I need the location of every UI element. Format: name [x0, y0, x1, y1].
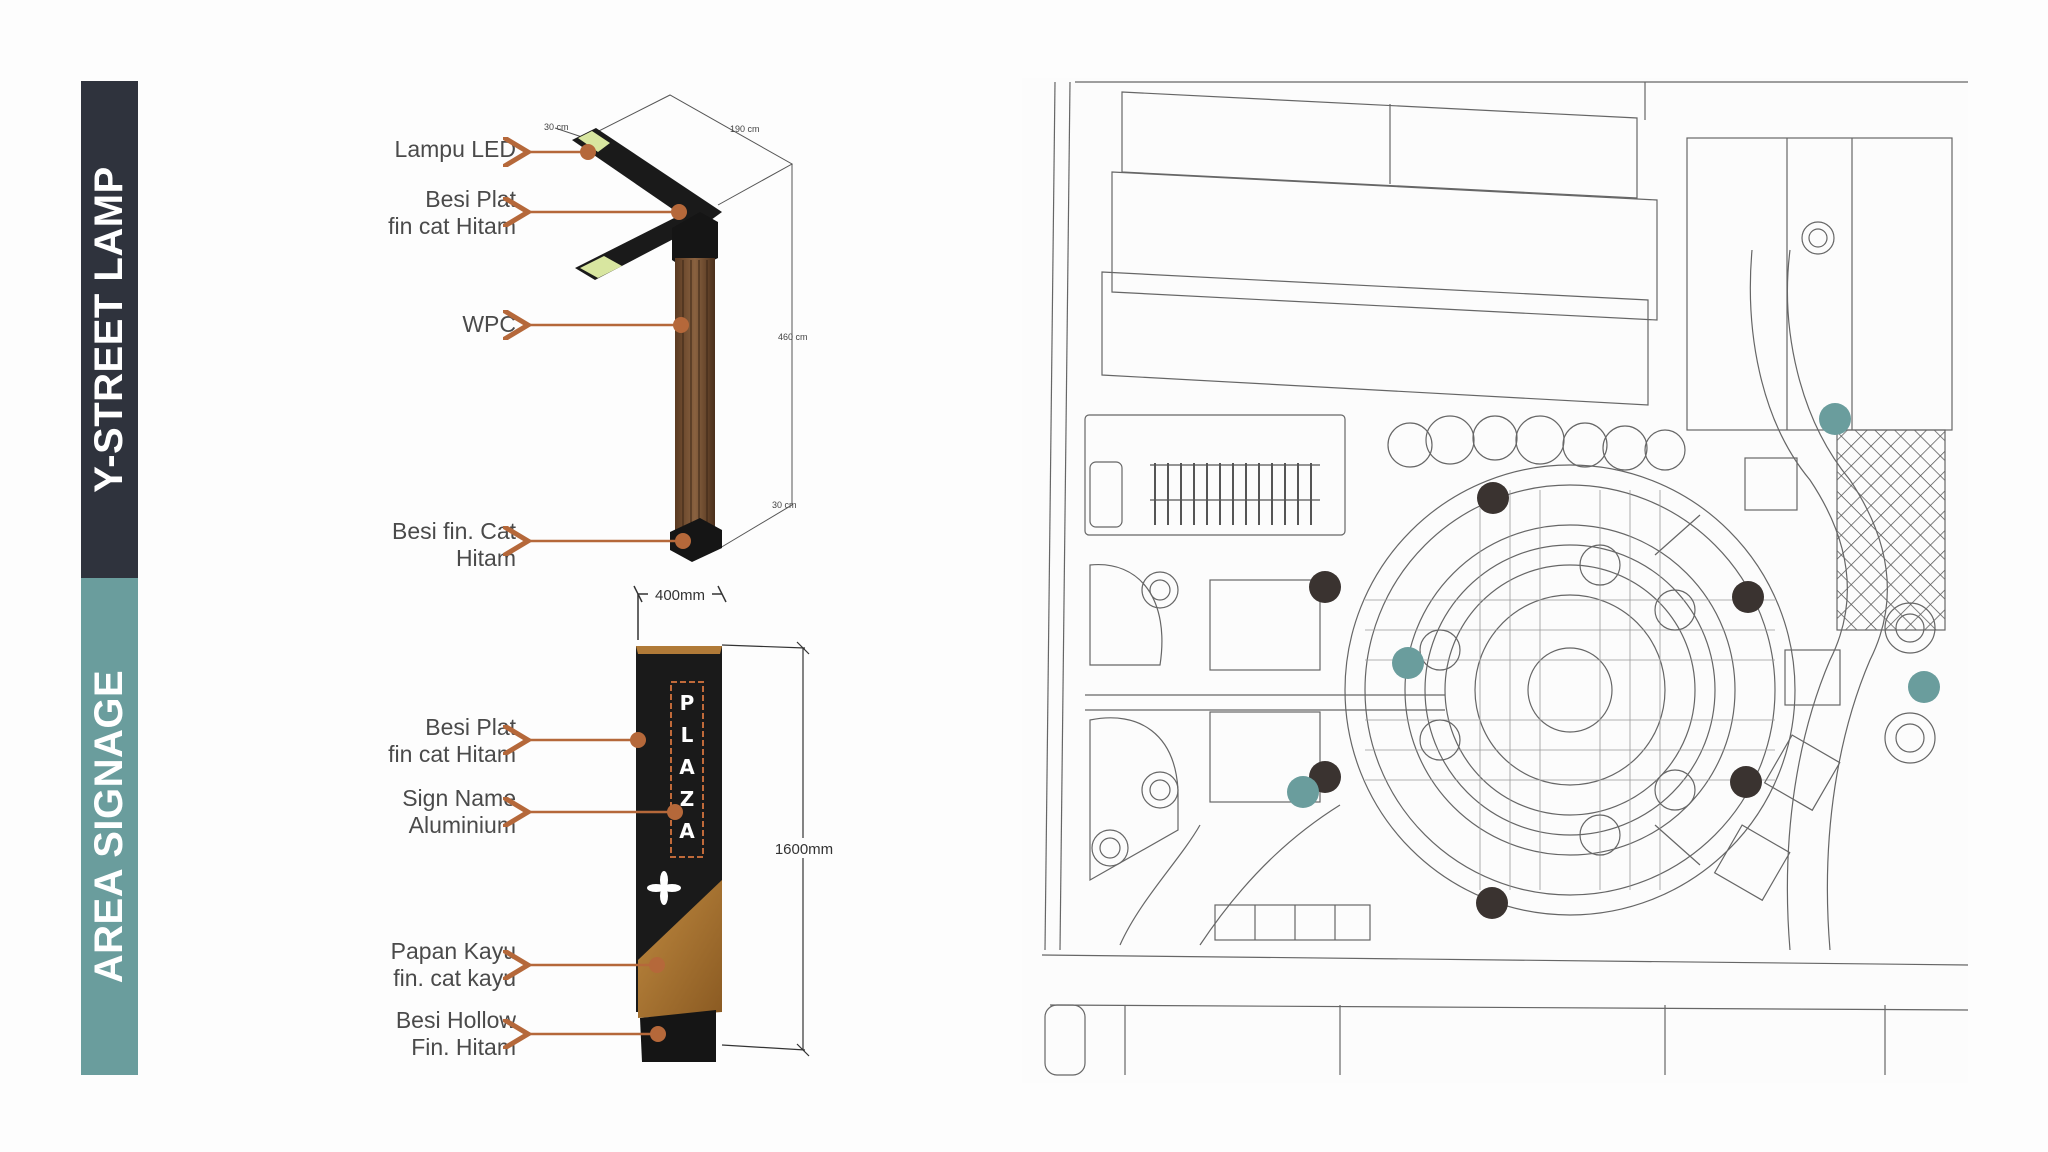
sign-hollow-base	[640, 1010, 716, 1062]
callout-dot	[630, 732, 646, 748]
dim-sign-height: 1600mm	[775, 841, 833, 858]
sign-letter: P	[680, 691, 695, 715]
signage-location-marker	[1392, 647, 1424, 679]
callout-besi-hollow: Besi Hollow Fin. Hitam	[395, 1007, 516, 1060]
dim-arm-length: 190 cm	[730, 124, 760, 134]
lamp-base	[670, 518, 722, 562]
area-signage-tab: AREA SIGNAGE	[81, 578, 138, 1075]
dim-base: 30 cm	[772, 500, 797, 510]
sign-name-frame	[670, 681, 704, 858]
callout-dot	[673, 317, 689, 333]
signage-location-marker	[1908, 671, 1940, 703]
sign-letter: Z	[680, 787, 695, 811]
street-lamp-drawing: 190 cm 30 cm 460 cm 30 cm	[544, 94, 808, 562]
led-panel-lower	[580, 256, 622, 278]
callout-lampu-led: Lampu LED	[394, 136, 516, 162]
signage-location-marker	[1819, 403, 1851, 435]
site-plan	[1022, 78, 1969, 1083]
signage-location-marker	[1287, 776, 1319, 808]
sign-letter: A	[679, 819, 695, 843]
y-street-lamp-tab: Y-STREET LAMP	[81, 81, 138, 578]
lamp-upper-arm	[572, 128, 722, 228]
lamp-location-marker	[1477, 482, 1509, 514]
callout-dot	[649, 957, 665, 973]
callout-dot	[671, 204, 687, 220]
sign-flower-motif	[647, 871, 681, 905]
sign-wood-panel	[638, 880, 722, 1018]
lamp-head-block	[672, 212, 718, 272]
callout-dot	[650, 1026, 666, 1042]
lamp-location-marker	[1732, 581, 1764, 613]
sign-letter: A	[679, 755, 695, 779]
lamp-location-marker	[1730, 766, 1762, 798]
lamp-location-marker	[1476, 887, 1508, 919]
lamp-wpc-pole	[675, 258, 715, 538]
callout-dot	[667, 804, 683, 820]
callout-papan-kayu: Papan Kayu fin. cat kayu	[390, 938, 516, 991]
dim-height: 460 cm	[778, 332, 808, 342]
lamp-location-marker	[1309, 571, 1341, 603]
dim-sign-width: 400mm	[655, 587, 705, 604]
area-signage-drawing: 400mm 1600mm P L A Z A	[633, 584, 836, 1062]
led-panel-upper	[578, 131, 610, 152]
callout-besi-plat-sign: Besi Plat fin cat Hitam	[388, 714, 516, 767]
callout-dot	[675, 533, 691, 549]
callout-dot	[580, 144, 596, 160]
callout-sign-name: Sign Name Aluminium	[402, 785, 516, 838]
sign-letter: L	[681, 723, 694, 747]
dim-arm-width: 30 cm	[544, 122, 569, 132]
callout-besi-plat-lamp: Besi Plat fin cat Hitam	[388, 186, 516, 239]
